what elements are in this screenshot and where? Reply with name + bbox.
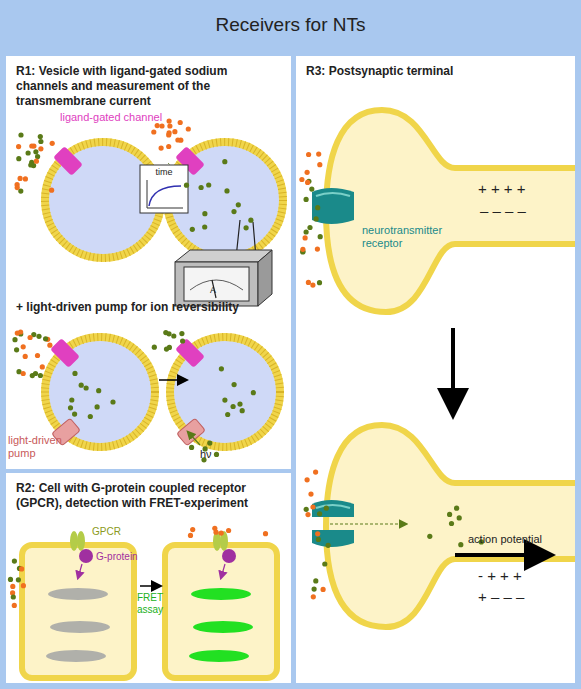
panel-heading: R1: Vesicle with ligand-gated sodium cha… <box>16 64 281 109</box>
pump-label: light-driven pump <box>8 434 78 460</box>
channel-label: ligand-gated channel <box>60 111 190 124</box>
note: + light-driven pump for ion reversibilit… <box>16 300 266 314</box>
panel-heading: R3: Postsynaptic terminal <box>306 64 565 79</box>
receptor-label: neurotransmitter receptor <box>362 224 482 250</box>
panel-heading: R2: Cell with G-protein coupled receptor… <box>16 481 281 511</box>
axis-label: time <box>141 167 187 178</box>
signal-label: action potential <box>468 533 568 546</box>
charge-label: + – – – <box>478 588 558 605</box>
receptor-label: GPCR <box>92 526 132 538</box>
panel: R3: Postsynaptic terminal <box>296 56 575 683</box>
assay-label: FRET assay <box>135 592 165 616</box>
photon-label: hν <box>200 448 224 461</box>
charge-label: + + + + <box>478 180 558 197</box>
protein-label: G-protein <box>96 551 156 563</box>
meter-unit: A <box>210 285 224 296</box>
charge-label: - + + + <box>478 567 558 584</box>
diagram-title: Receivers for NTs <box>0 14 581 36</box>
panel: R2: Cell with G-protein coupled receptor… <box>6 473 291 683</box>
charge-label: – – – – <box>480 202 560 219</box>
